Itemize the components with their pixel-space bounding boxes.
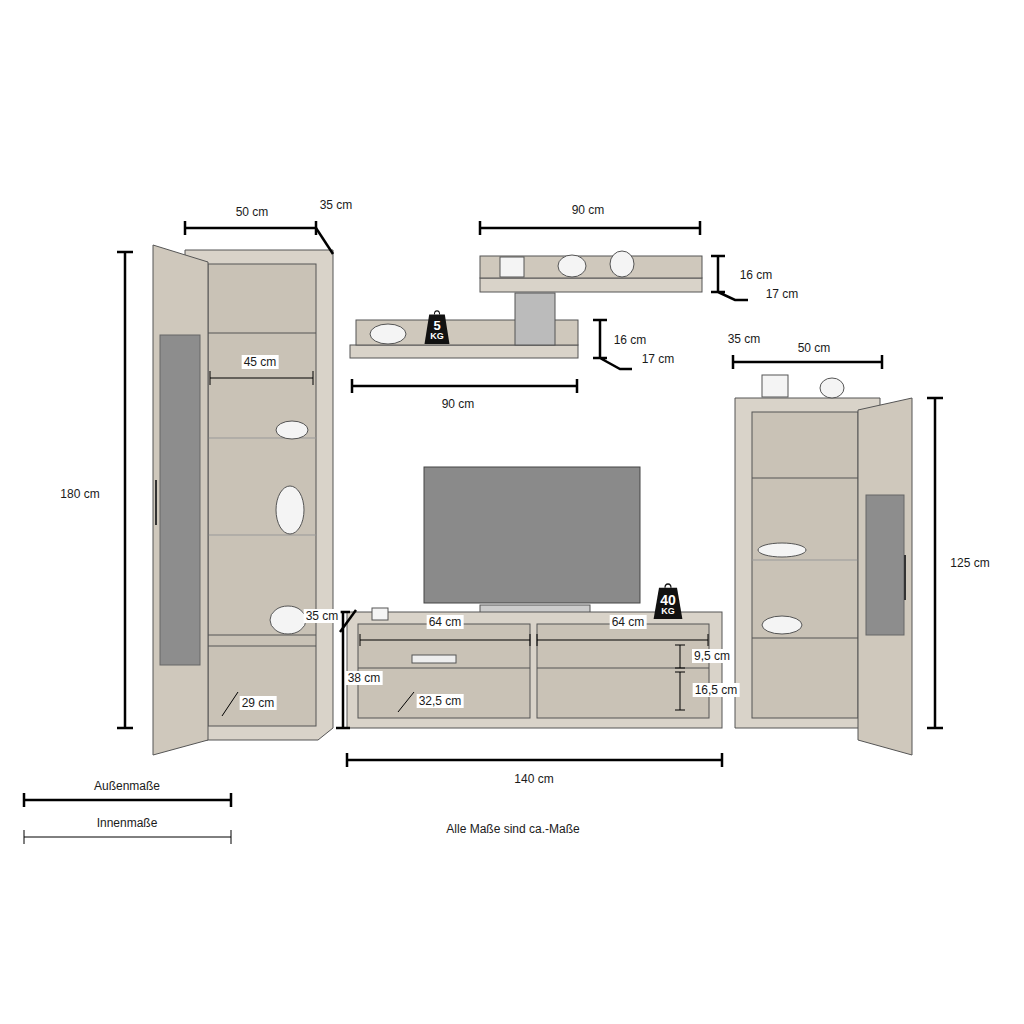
dimension-label: 32,5 cm (417, 694, 464, 708)
weight-icon: 40KG (653, 581, 683, 619)
dimension-label: 64 cm (610, 615, 647, 629)
dimension-label: 38 cm (346, 671, 383, 685)
wall-shelf (480, 278, 702, 292)
legend-sample-line (24, 793, 231, 807)
dimension-label: 50 cm (796, 341, 833, 355)
dimension-label: 180 cm (58, 487, 101, 501)
caption: Alle Maße sind ca.-Maße (446, 822, 579, 836)
dimension-label: 64 cm (427, 615, 464, 629)
dimension-label: 90 cm (440, 397, 477, 411)
cabinet-door (153, 245, 208, 755)
weight-text: KG (661, 607, 675, 616)
dimension-label: 35 cm (318, 198, 355, 212)
door-glass (160, 335, 200, 665)
dimension-label: 45 cm (242, 355, 279, 369)
legend-text: Innenmaße (97, 816, 158, 830)
lowboard (347, 612, 722, 728)
dimension-label: 17 cm (764, 287, 801, 301)
dimension-label: 125 cm (948, 556, 991, 570)
legend-sample-line (24, 830, 231, 844)
inner-dimension-lines (210, 371, 708, 716)
cabinet-interior (208, 264, 316, 726)
wall-shelf (350, 345, 578, 358)
dimension-label: 35 cm (726, 332, 763, 346)
weight-text: KG (430, 332, 444, 341)
dimension-label: 90 cm (570, 203, 607, 217)
outer-dimension-lines (117, 221, 943, 767)
weight-icon: 5KG (424, 308, 450, 344)
dimension-label: 17 cm (640, 352, 677, 366)
dimension-label: 140 cm (512, 772, 555, 786)
legend-text: Außenmaße (94, 779, 160, 793)
cabinet-door (858, 398, 912, 755)
dimension-label: 35 cm (304, 609, 341, 623)
dimension-label: 9,5 cm (692, 649, 732, 663)
dimension-label: 16,5 cm (693, 683, 740, 697)
dimension-label: 29 cm (240, 696, 277, 710)
dimension-label: 16 cm (612, 333, 649, 347)
weight-text: 40 (660, 593, 676, 607)
dimension-label: 16 cm (738, 268, 775, 282)
tv-screen (424, 467, 640, 603)
dimension-label: 50 cm (234, 205, 271, 219)
weight-text: 5 (433, 319, 440, 332)
